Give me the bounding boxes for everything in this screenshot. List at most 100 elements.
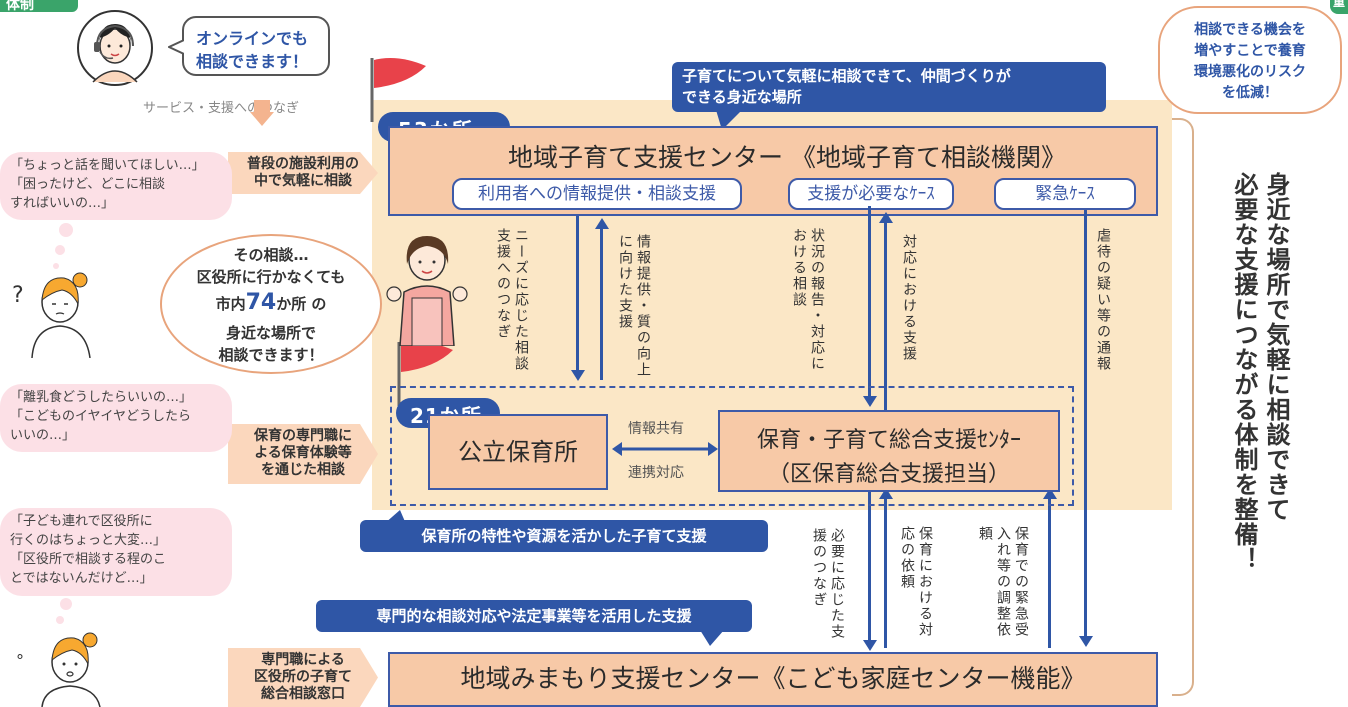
arrow-up-2 [884, 222, 887, 410]
vlabel-abuse-report: 虐待の疑い等の通報 [1095, 228, 1111, 372]
quote-3-line3: 「区役所で相談する程のこ [10, 552, 167, 567]
thought-dots [53, 223, 73, 269]
quote-cloud-1: 「ちょっと話を聞いてほしい…」 「困ったけど、どこに相談 すればいいの…」 [0, 152, 232, 220]
arrow-head-up-1 [595, 218, 609, 229]
vlabel-response-support: 対応における支援 [901, 234, 917, 362]
vlabel-childcare-request: 保育における対応の依頼 [899, 526, 933, 638]
banner-tail-2 [700, 630, 724, 646]
regional-center-title: 地域子育て支援センター 《地域子育て相談機関》 [508, 143, 1066, 172]
arrow-down-3 [1084, 210, 1087, 638]
public-nursery-box: 公立保育所 [428, 414, 608, 490]
consult-line4: 身近な場所で [225, 324, 316, 342]
childcare-expert-label: 保育の専門職に よる保育体験等 を通じた相談 [228, 424, 378, 484]
corner-right-label: 重 [1333, 0, 1346, 9]
daily-use-label: 普段の施設利用の 中で気軽に相談 [228, 152, 378, 194]
corner-tab-left: 体制 [0, 0, 78, 13]
ward-office-line2: 区役所の子育て [254, 669, 352, 685]
consult-line3: 市内74か所 の [162, 290, 380, 315]
risk-line3: 環境悪化のリスク [1194, 64, 1306, 80]
friendly-place-line2: できる身近な場所 [682, 88, 802, 106]
quote-cloud-2: 「離乳食どうしたらいいの…」 「こどものイヤイヤどうしたら いいの…」 [0, 384, 232, 452]
bidirectional-arrow-icon [612, 442, 718, 456]
info-share-label: 情報共有 [628, 421, 684, 437]
arrow-up-5 [1048, 498, 1051, 648]
nursery-dashed-group [390, 386, 1074, 506]
vlabel-emergency-adjust: 保育での緊急受入れ等の調整依頼 [977, 526, 1029, 638]
consult-line1: その相談… [233, 246, 309, 264]
parent-worried-icon: ? [12, 272, 91, 358]
quote-cloud-3: 「子ども連れで区役所に 行くのはちょっと大変…」 「区役所で相談する程のこ とで… [0, 508, 232, 596]
quote-1-line3: すればいいの…」 [10, 196, 115, 211]
support-center-line1: 保育・子育て総合支援ｾﾝﾀｰ [756, 428, 1021, 453]
arrow-down-2 [868, 206, 871, 398]
emergency-case-button: 緊急ｹｰｽ [994, 178, 1136, 210]
online-bubble: オンラインでも 相談できます！ [182, 16, 330, 76]
arrow-up-1 [600, 228, 603, 380]
arrow-up-4 [884, 498, 887, 648]
quote-3-line1: 「子ども連れで区役所に [10, 514, 153, 529]
bubble-tail [168, 39, 184, 55]
banner-tail [384, 510, 406, 524]
friendly-place-bubble: 子育てについて気軽に相談できて、仲間づくりが できる身近な場所 [672, 62, 1106, 112]
nursery-staff-icon [386, 236, 468, 346]
childcare-expert-line2: よる保育体験等 [254, 445, 352, 461]
svg-text:?: ? [12, 283, 24, 308]
arrow-down-1 [576, 216, 579, 372]
parent-worried-icon-2: ° [16, 632, 101, 707]
quote-2-line3: いいの…」 [10, 428, 76, 443]
ward-office-line3: 総合相談窓口 [261, 686, 345, 702]
regional-childcare-center-box: 地域子育て支援センター 《地域子育て相談機関》 利用者への情報提供・相談支援 支… [388, 126, 1158, 216]
corner-tab-right: 重 [1330, 0, 1348, 14]
arrow-head-up-4 [879, 488, 893, 499]
childcare-expert-line1: 保育の専門職に [254, 428, 352, 444]
consult-suffix: か所 の [276, 295, 327, 313]
consult-line5: 相談できます！ [218, 346, 324, 364]
daily-use-line2: 中で気軽に相談 [254, 173, 352, 189]
thought-dots-2 [56, 598, 72, 624]
specialist-support-banner: 専門的な相談対応や法定事業等を活用した支援 [316, 600, 752, 632]
community-watch-center-box: 地域みまもり支援センター《こども家庭センター機能》 [388, 652, 1158, 707]
risk-line4: を低減！ [1222, 85, 1278, 101]
risk-line2: 増やすことで養育 [1194, 43, 1306, 59]
online-bubble-line2: 相談できます！ [196, 52, 309, 71]
quote-1-line2: 「困ったけど、どこに相談 [10, 177, 165, 192]
childcare-support-center-box: 保育・子育て総合支援ｾﾝﾀｰ （区保育総合支援担当） [718, 410, 1060, 492]
childcare-expert-line3: を通じた相談 [261, 462, 345, 478]
quote-3-line2: 行くのはちょっと大変…」 [10, 533, 167, 548]
vlabel-needs-linkage: ニーズに応じた相談支援へのつなぎ [495, 228, 529, 372]
arrow-head-down-3 [1079, 636, 1093, 647]
ward-office-label: 専門職による 区役所の子育て 総合相談窓口 [228, 648, 378, 707]
flag-icon-2 [397, 342, 453, 406]
online-bubble-line1: オンラインでも [196, 29, 309, 48]
quote-1-line1: 「ちょっと話を聞いてほしい…」 [10, 158, 205, 173]
daily-use-line1: 普段の施設利用の [247, 156, 359, 172]
vlabel-info-quality: 情報提供・質の向上に向けた支援 [617, 234, 651, 378]
consult-prefix: 市内 [215, 295, 246, 313]
consult-line2: 区役所に行かなくても [196, 268, 346, 286]
info-support-button: 利用者への情報提供・相談支援 [452, 178, 742, 210]
ward-office-line1: 専門職による [261, 652, 345, 668]
arrow-head-up-2 [879, 212, 893, 223]
risk-line1: 相談できる機会を [1194, 22, 1306, 38]
vlabel-status-report: 状況の報告・対応における相談 [791, 228, 825, 372]
friendly-place-line1: 子育てについて気軽に相談できて、仲間づくりが [682, 67, 1011, 85]
cooperation-label: 連携対応 [628, 465, 684, 481]
bubble-tail-blue [716, 110, 742, 130]
service-link-label: サービス・支援へのつなぎ [143, 101, 300, 116]
risk-bubble: 相談できる機会を 増やすことで養育 環境悪化のリスク を低減！ [1158, 6, 1342, 114]
quote-2-line1: 「離乳食どうしたらいいの…」 [10, 390, 193, 405]
arrow-head-down-4 [863, 640, 877, 651]
right-summary-col2: 必要な支援につながる体制を整備！ [1230, 172, 1258, 572]
vlabel-needed-support: 必要に応じた支援のつなぎ [811, 528, 845, 640]
support-needed-button: 支援が必要なｹｰｽ [788, 178, 954, 210]
support-center-line2: （区保育総合支援担当） [767, 462, 1010, 487]
right-brace [1172, 118, 1194, 696]
operator-icon [77, 10, 153, 86]
consult-bubble: その相談… 区役所に行かなくても 市内74か所 の 身近な場所で 相談できます！ [160, 234, 382, 374]
consult-number: 74 [245, 290, 277, 315]
svg-text:°: ° [16, 651, 24, 670]
corner-left-label: 体制 [6, 0, 34, 13]
nursery-resources-banner: 保育所の特性や資源を活かした子育て支援 [360, 520, 768, 552]
arrow-down-4 [868, 488, 871, 642]
arrow-head-up-5 [1043, 488, 1057, 499]
